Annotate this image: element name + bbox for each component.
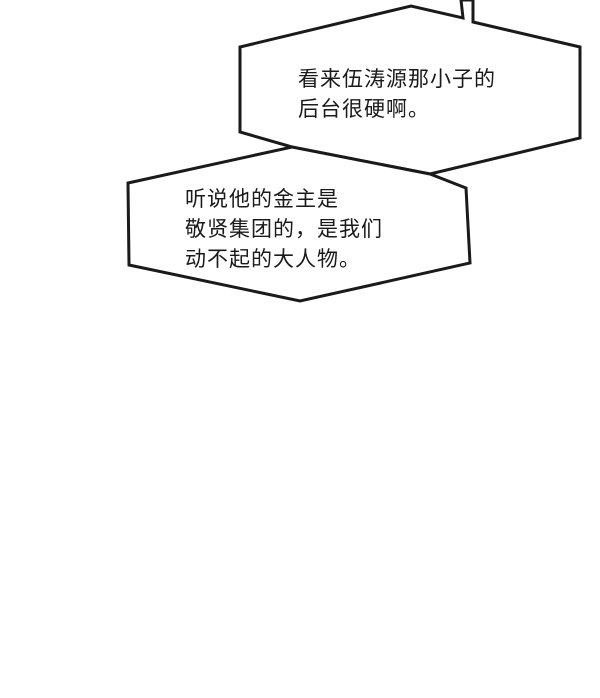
speech-bubble-lower xyxy=(126,145,472,303)
speech-bubble-upper xyxy=(238,0,582,176)
speech-line: 听说他的金主是 xyxy=(185,187,339,211)
speech-line: 看来伍涛源那小子的 xyxy=(298,67,496,91)
speech-line: 后台很硬啊。 xyxy=(298,97,430,121)
speech-line: 敬贤集团的，是我们 xyxy=(185,217,383,241)
speech-text-lower: 听说他的金主是 敬贤集团的，是我们 动不起的大人物。 xyxy=(185,184,383,274)
speech-text-upper: 看来伍涛源那小子的 后台很硬啊。 xyxy=(298,64,496,124)
speech-line: 动不起的大人物。 xyxy=(185,247,361,271)
